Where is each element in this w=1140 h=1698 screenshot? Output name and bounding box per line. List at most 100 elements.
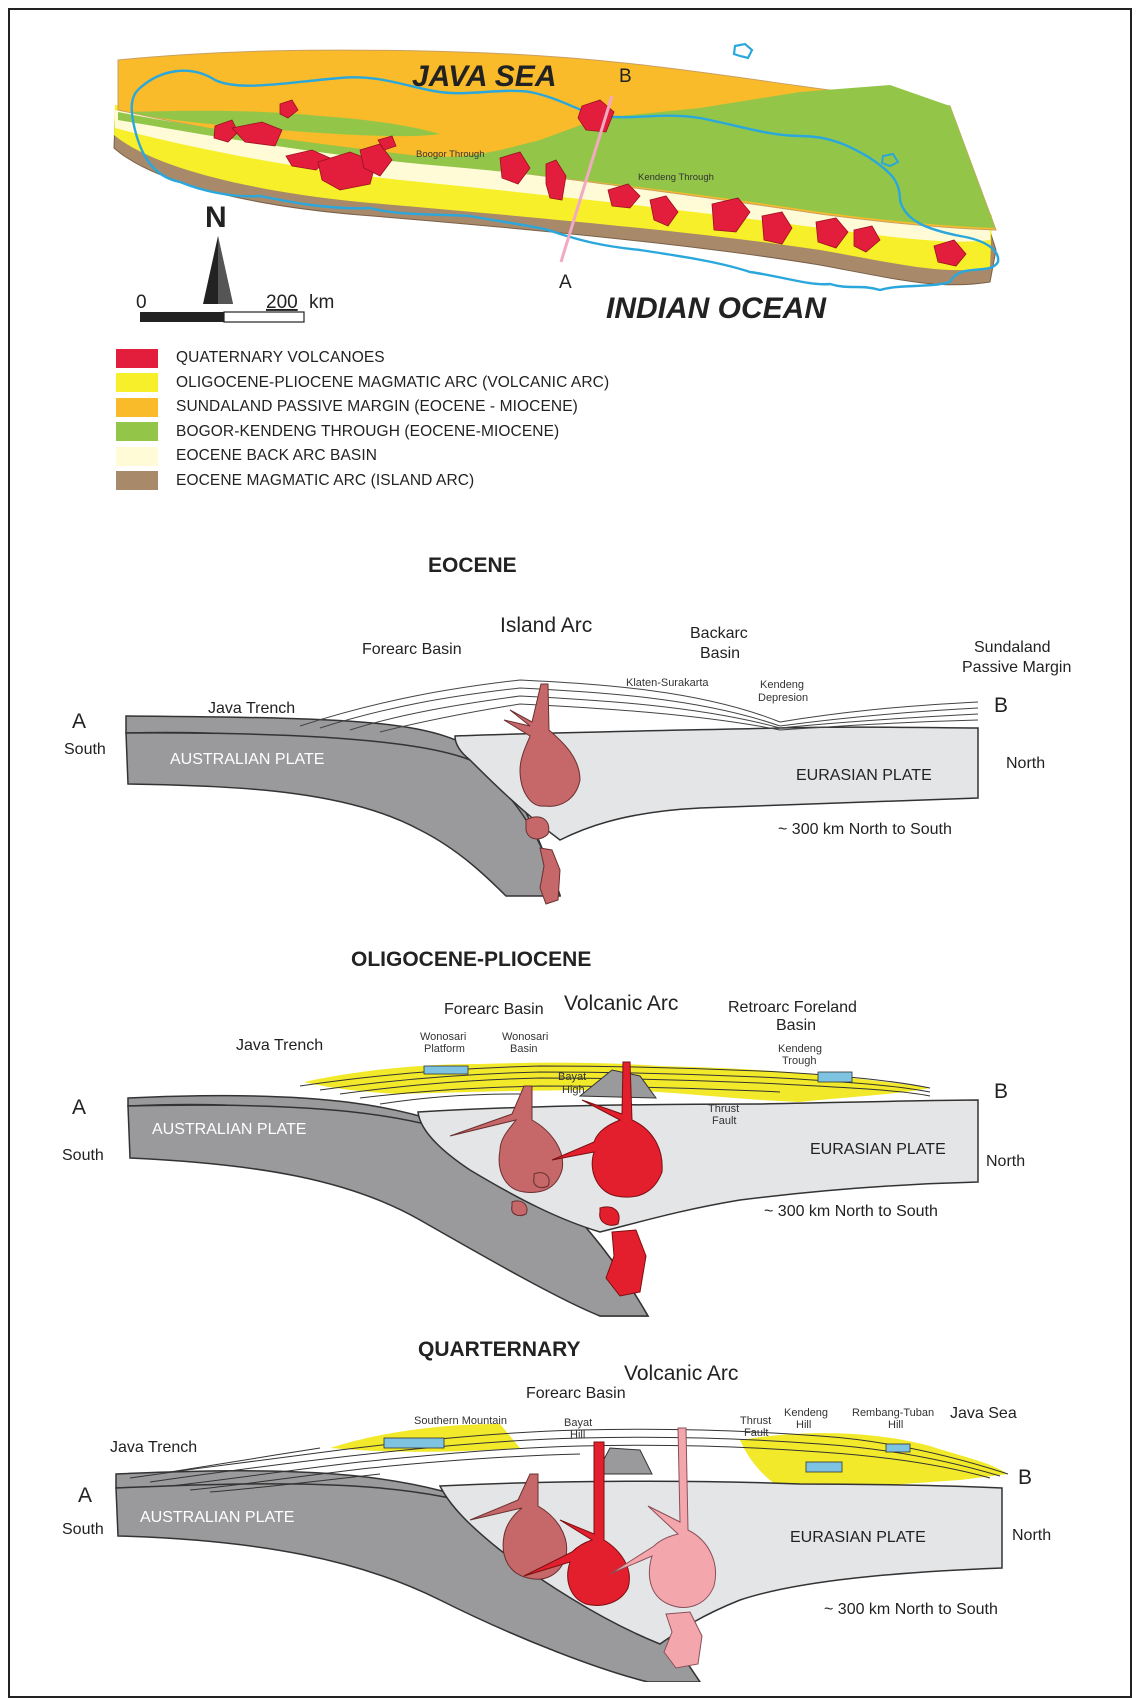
oligocene-volcanic-arc: Volcanic Arc (564, 992, 678, 1015)
eocene-australian-label: AUSTRALIAN PLATE (170, 751, 324, 768)
map-sea-label: JAVA SEA (412, 60, 556, 93)
quaternary-bayat-hill-2: Hill (570, 1429, 585, 1441)
map-trough-east: Kendeng Through (638, 172, 714, 183)
magma-plume (540, 848, 560, 904)
north-label: N (205, 201, 227, 234)
eocene-backarc-2: Basin (700, 645, 740, 662)
quaternary-point-a: A (78, 1484, 92, 1507)
legend-swatch (116, 398, 158, 417)
magma-plume (606, 1230, 646, 1296)
oligocene-wonosari-platform-1: Wonosari (420, 1031, 466, 1043)
quaternary-distance: ~ 300 km North to South (824, 1601, 998, 1618)
quaternary-title: QUARTERNARY (418, 1338, 581, 1361)
quaternary-java-trench: Java Trench (110, 1439, 197, 1456)
oligocene-thrust-2: Fault (712, 1115, 736, 1127)
quaternary-java-sea: Java Sea (950, 1405, 1017, 1422)
scale-unit-label: km (309, 292, 334, 313)
quaternary-carbonate-far (886, 1444, 910, 1452)
oligocene-java-trench: Java Trench (236, 1037, 323, 1054)
quaternary-thrust-1: Thrust (740, 1415, 771, 1427)
quaternary-rembang-1: Rembang-Tuban (852, 1407, 934, 1419)
legend-item: OLIGOCENE-PLIOCENE MAGMATIC ARC (VOLCANI… (116, 371, 609, 396)
eocene-backarc-1: Backarc (690, 625, 748, 642)
oligocene-retroarc-1: Retroarc Foreland (728, 999, 857, 1016)
map-point-a: A (559, 272, 572, 293)
quaternary-carbonate-east (806, 1462, 842, 1472)
oligocene-wonosari-platform-2: Platform (424, 1043, 465, 1055)
oligocene-thrust-1: Thrust (708, 1103, 739, 1115)
map-island (734, 44, 752, 58)
map-legend: QUATERNARY VOLCANOES OLIGOCENE-PLIOCENE M… (116, 346, 609, 493)
legend-item: SUNDALAND PASSIVE MARGIN (EOCENE - MIOCE… (116, 395, 609, 420)
eocene-kendeng-1: Kendeng (760, 679, 804, 691)
legend-swatch (116, 422, 158, 441)
oligocene-bayat-high-1: Bayat (558, 1071, 586, 1083)
quaternary-rembang-2: Hill (888, 1419, 903, 1431)
oligocene-retroarc-2: Basin (776, 1017, 816, 1034)
legend-swatch (116, 471, 158, 490)
eocene-south: South (64, 741, 106, 758)
quaternary-north: North (1012, 1527, 1051, 1544)
quaternary-kendeng-hill-2: Hill (796, 1419, 811, 1431)
eocene-sundaland-1: Sundaland (974, 639, 1051, 656)
legend-item: EOCENE BACK ARC BASIN (116, 444, 609, 469)
quaternary-forearc-basin: Forearc Basin (526, 1385, 626, 1402)
java-map: JAVA SEA B A Boogor Through Kendeng Thro… (114, 44, 998, 325)
map-point-b: B (619, 66, 632, 87)
oligocene-distance: ~ 300 km North to South (764, 1203, 938, 1220)
quaternary-bayat-hill-1: Bayat (564, 1417, 592, 1429)
north-arrow-icon (203, 236, 233, 304)
magma-blob (534, 1173, 549, 1188)
quaternary-volcanic-arc: Volcanic Arc (624, 1362, 738, 1385)
scale-start-label: 0 (136, 292, 147, 313)
map-trough-west: Boogor Through (416, 149, 485, 160)
quaternary-southern-mountain: Southern Mountain (414, 1415, 507, 1427)
oligocene-title: OLIGOCENE-PLIOCENE (351, 948, 591, 971)
legend-item: EOCENE MAGMATIC ARC (ISLAND ARC) (116, 469, 609, 494)
oligocene-kendeng-trough-2: Trough (782, 1055, 816, 1067)
oligocene-kendeng-trough-1: Kendeng (778, 1043, 822, 1055)
legend-swatch (116, 349, 158, 368)
legend-swatch (116, 373, 158, 392)
eocene-north: North (1006, 755, 1045, 772)
eocene-java-trench: Java Trench (208, 700, 295, 717)
oligocene-point-b: B (994, 1080, 1008, 1103)
eocene-title: EOCENE (428, 554, 517, 577)
quaternary-eurasian-label: EURASIAN PLATE (790, 1529, 926, 1546)
magma-blob (526, 817, 549, 839)
oligocene-wonosari-basin-1: Wonosari (502, 1031, 548, 1043)
eocene-distance: ~ 300 km North to South (778, 821, 952, 838)
legend-label: EOCENE BACK ARC BASIN (176, 447, 377, 465)
eocene-sundaland-2: Passive Margin (962, 659, 1071, 676)
oligocene-section: OLIGOCENE-PLIOCENE (62, 948, 1025, 1316)
oligocene-carbonate-west (424, 1066, 468, 1074)
legend-item: BOGOR-KENDENG THROUGH (EOCENE-MIOCENE) (116, 420, 609, 445)
legend-label: OLIGOCENE-PLIOCENE MAGMATIC ARC (VOLCANI… (176, 374, 609, 392)
eocene-point-a: A (72, 710, 86, 733)
quaternary-carbonate-west (384, 1438, 444, 1448)
quaternary-south: South (62, 1521, 104, 1538)
quaternary-thrust-2: Fault (744, 1427, 768, 1439)
legend-label: BOGOR-KENDENG THROUGH (EOCENE-MIOCENE) (176, 423, 559, 441)
legend-item: QUATERNARY VOLCANOES (116, 346, 609, 371)
oligocene-wonosari-basin-2: Basin (510, 1043, 538, 1055)
legend-label: SUNDALAND PASSIVE MARGIN (EOCENE - MIOCE… (176, 398, 578, 416)
scale-end-label: 200 (266, 292, 298, 313)
eocene-island-arc: Island Arc (500, 614, 592, 637)
quaternary-point-b: B (1018, 1466, 1032, 1489)
eocene-forearc-basin: Forearc Basin (362, 641, 462, 658)
scale-bar (140, 312, 304, 322)
eocene-point-b: B (994, 694, 1008, 717)
legend-label: EOCENE MAGMATIC ARC (ISLAND ARC) (176, 472, 474, 490)
oligocene-north: North (986, 1153, 1025, 1170)
oligocene-carbonate-east (818, 1072, 852, 1082)
oligocene-south: South (62, 1147, 104, 1164)
eocene-klaten: Klaten-Surakarta (626, 677, 709, 689)
oligocene-point-a: A (72, 1096, 86, 1119)
oligocene-australian-label: AUSTRALIAN PLATE (152, 1121, 306, 1138)
quaternary-australian-label: AUSTRALIAN PLATE (140, 1509, 294, 1526)
legend-label: QUATERNARY VOLCANOES (176, 349, 385, 367)
map-ocean-label: INDIAN OCEAN (606, 292, 827, 325)
quaternary-section: QUARTERNARY (62, 1338, 1051, 1682)
